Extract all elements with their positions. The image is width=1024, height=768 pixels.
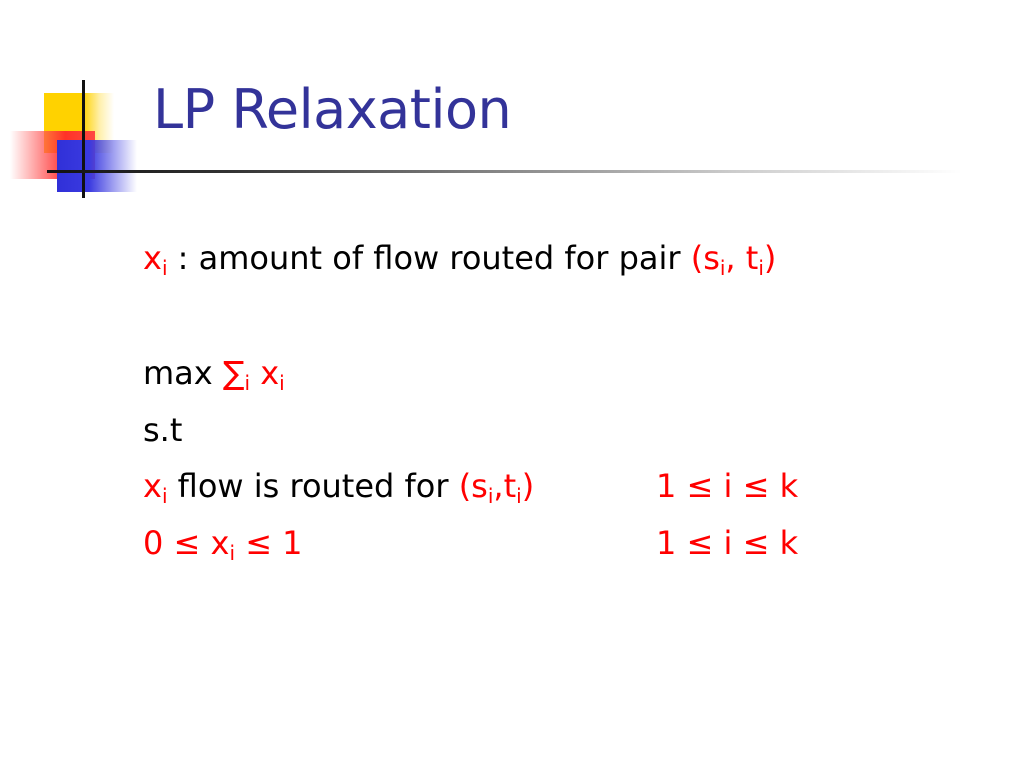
- definition-pair-close: ): [763, 239, 777, 277]
- constraint1-text: flow is routed for: [167, 467, 459, 505]
- title-underline: [47, 170, 962, 173]
- constraint-bounds: 0 ≤ xi ≤ 1: [143, 523, 303, 573]
- constraint2-index-range: 1 ≤ i ≤ k: [656, 524, 799, 562]
- constraint1-pair-close: ): [521, 467, 535, 505]
- constraint2-left: 0 ≤: [143, 524, 211, 562]
- constraint1-var-subscript: i: [161, 484, 168, 508]
- objective-sum-symbol: ∑: [222, 354, 245, 392]
- constraint1-pair-open: (s: [458, 467, 488, 505]
- definition-pair-mid: , t: [725, 239, 759, 277]
- objective-var-subscript: i: [279, 371, 285, 395]
- definition-pair-s-subscript: i: [719, 256, 726, 280]
- constraint2-var: x: [210, 524, 230, 562]
- constraint1-pair-t-subscript: i: [516, 484, 522, 508]
- constraint-flow-routed: xi flow is routed for (si,ti): [143, 466, 534, 516]
- constraint1-index-range: 1 ≤ i ≤ k: [656, 467, 799, 505]
- objective-max-label: max: [143, 354, 223, 392]
- definition-var-subscript: i: [161, 256, 168, 280]
- subject-to-label: s.t: [143, 411, 183, 449]
- objective-var: x: [250, 354, 280, 392]
- constraint1-var: x: [143, 467, 162, 505]
- constraint2-right: ≤ 1: [235, 524, 303, 562]
- constraint1-pair-s-subscript: i: [487, 484, 494, 508]
- objective-sum-subscript: i: [244, 371, 251, 395]
- slide-title: LP Relaxation: [153, 78, 512, 141]
- logo-blue-square: [57, 140, 137, 192]
- definition-var: x: [143, 239, 162, 277]
- constraint1-pair-mid: ,t: [493, 467, 517, 505]
- objective: max ∑i xi: [143, 353, 285, 403]
- variable-definition: xi : amount of flow routed for pair (si,…: [143, 238, 776, 288]
- definition-pair-t-subscript: i: [758, 256, 764, 280]
- constraint2-var-subscript: i: [229, 541, 236, 565]
- definition-text: : amount of flow routed for pair: [167, 239, 691, 277]
- definition-pair-open: (s: [690, 239, 720, 277]
- logo-vertical-line: [82, 80, 85, 198]
